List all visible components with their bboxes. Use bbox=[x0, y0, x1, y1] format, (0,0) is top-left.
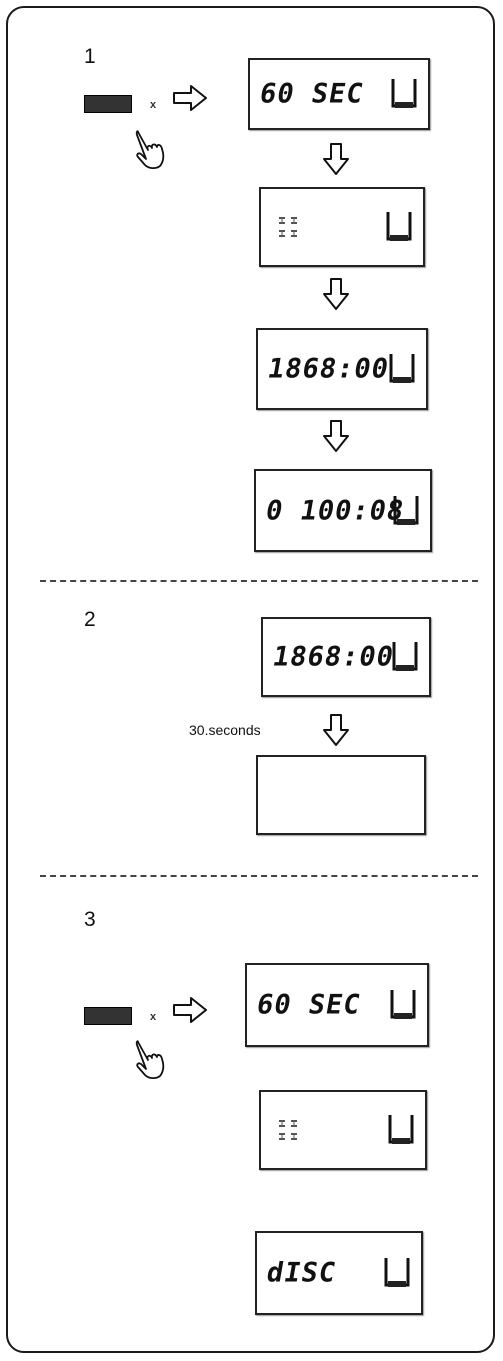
delay-annotation: 30.seconds bbox=[189, 722, 261, 738]
display-panel: dISC bbox=[255, 1231, 423, 1315]
step-2-number: 2 bbox=[84, 608, 96, 631]
pointing-hand-icon bbox=[135, 1040, 165, 1080]
segment-dashes-icon bbox=[279, 217, 297, 237]
step-3-number: 3 bbox=[84, 908, 96, 931]
cup-icon bbox=[386, 212, 412, 241]
remote-button bbox=[84, 1007, 132, 1025]
arrow-down-icon bbox=[323, 420, 349, 452]
cup-icon bbox=[389, 354, 415, 383]
display-panel bbox=[259, 187, 425, 267]
display-panel: 1868:00 bbox=[261, 617, 431, 697]
cup-icon bbox=[392, 642, 418, 671]
display-readout: 60 SEC bbox=[254, 989, 364, 1021]
section-divider bbox=[40, 875, 478, 877]
step-1-number: 1 bbox=[84, 45, 96, 68]
arrow-right-icon bbox=[173, 85, 207, 111]
arrow-down-icon bbox=[323, 714, 349, 746]
display-readout: 1868:00 bbox=[265, 353, 392, 385]
display-panel: 1868:00 bbox=[256, 328, 428, 410]
display-readout: 0 100:08 bbox=[263, 495, 407, 526]
segment-dashes-icon bbox=[279, 1120, 297, 1140]
display-readout: dISC bbox=[264, 1257, 339, 1289]
display-panel: 60 SEC bbox=[245, 963, 429, 1047]
display-panel bbox=[259, 1090, 427, 1170]
diagram-frame bbox=[6, 6, 495, 1353]
display-readout: 1868:00 bbox=[270, 641, 397, 673]
cup-icon bbox=[391, 79, 417, 108]
button-mark-icon: x bbox=[150, 1011, 157, 1023]
cup-icon bbox=[393, 495, 419, 525]
pointing-hand-icon bbox=[135, 130, 165, 170]
cup-icon bbox=[384, 1258, 410, 1287]
button-mark-icon: x bbox=[150, 99, 157, 111]
arrow-down-icon bbox=[323, 143, 349, 175]
cup-icon bbox=[388, 1115, 414, 1144]
arrow-right-icon bbox=[173, 997, 207, 1023]
cup-icon bbox=[390, 990, 416, 1019]
display-panel: 0 100:08 bbox=[254, 469, 432, 552]
arrow-down-icon bbox=[323, 278, 349, 310]
remote-button bbox=[84, 95, 132, 113]
display-panel: 60 SEC bbox=[248, 58, 430, 130]
display-panel-blank bbox=[256, 755, 426, 835]
display-readout: 60 SEC bbox=[257, 78, 367, 110]
section-divider bbox=[40, 580, 478, 582]
